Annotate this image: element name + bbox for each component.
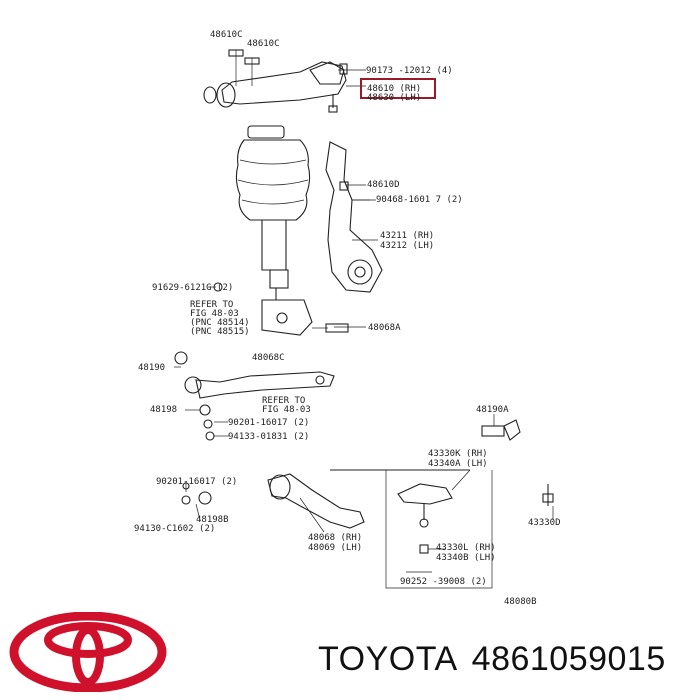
label-43211: 43211 (RH)	[380, 231, 434, 241]
leader-lines	[174, 69, 554, 550]
label-48190: 48190	[138, 363, 165, 373]
assembly-bracket	[385, 470, 493, 589]
part-number: 4861059015	[471, 640, 666, 678]
label-48190a: 48190A	[476, 405, 509, 415]
label-43212: 43212 (LH)	[380, 241, 434, 251]
brand-name: TOYOTA	[318, 640, 458, 678]
label-refer1-c: (PNC 48514)	[190, 318, 250, 328]
label-48198: 48198	[150, 405, 177, 415]
label-48080b: 48080B	[504, 597, 537, 607]
label-91629: 91629-6121G (2)	[152, 283, 233, 293]
label-48198b: 48198B	[196, 515, 229, 525]
label-refer1-b: FIG 48-03	[190, 309, 239, 319]
label-90468: 90468-1601 7 (2)	[376, 195, 463, 205]
label-refer1-a: REFER TO	[190, 300, 233, 310]
label-refer2-b: FIG 48-03	[262, 405, 311, 415]
upper-arm-group	[203, 49, 348, 113]
label-48069: 48069 (LH)	[308, 543, 362, 553]
label-90201-b: 90201-16017 (2)	[156, 477, 237, 487]
label-94133: 94133-01831 (2)	[228, 432, 309, 442]
label-90173: 90173 -12012 (4)	[366, 66, 453, 76]
label-48068: 48068 (RH)	[308, 533, 362, 543]
label-43340a: 43340A (LH)	[428, 459, 488, 469]
label-43330l: 43330L (RH)	[436, 543, 496, 553]
label-refer1-d: (PNC 48515)	[190, 327, 250, 337]
label-48630-lh: 48630 (LH)	[367, 93, 421, 103]
label-90201-a: 90201-16017 (2)	[228, 418, 309, 428]
label-48068c: 48068C	[252, 353, 285, 363]
label-48610-rh: 48610 (RH)	[367, 84, 421, 94]
label-43330k: 43330K (RH)	[428, 449, 488, 459]
label-43330d: 43330D	[528, 518, 561, 528]
highlight-box	[360, 78, 436, 99]
air-strut-group	[213, 125, 349, 336]
footer-caption: TOYOTA 4861059015	[318, 640, 680, 679]
label-refer2-a: REFER TO	[262, 396, 305, 406]
label-94130: 94130-C1602 (2)	[134, 524, 215, 534]
label-43340b: 43340B (LH)	[436, 553, 496, 563]
label-48610c-b: 48610C	[247, 39, 280, 49]
label-90252: 90252 -39008 (2)	[400, 577, 487, 587]
knuckle-group	[325, 141, 383, 293]
tie-rod-group	[330, 419, 554, 573]
toyota-logo	[9, 612, 167, 692]
label-48610d: 48610D	[367, 180, 400, 190]
label-48610c-a: 48610C	[210, 30, 243, 40]
label-48068a: 48068A	[368, 323, 401, 333]
